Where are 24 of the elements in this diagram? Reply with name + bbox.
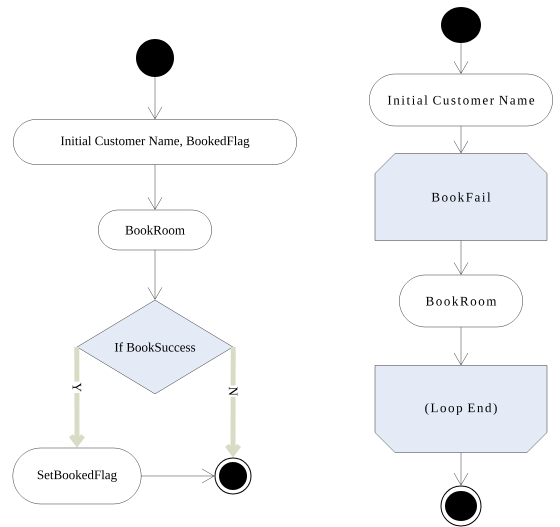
arrow bbox=[454, 452, 468, 486]
start-dot bbox=[136, 39, 174, 77]
start-dot bbox=[441, 7, 481, 43]
arrow bbox=[148, 77, 162, 120]
end-dot bbox=[214, 458, 252, 494]
action-box: SetBookedFlag bbox=[12, 448, 142, 504]
action-box: BookRoom bbox=[399, 274, 523, 328]
action-box: Initial Customer Name, BookedFlag bbox=[13, 119, 297, 165]
edge-label: Y bbox=[72, 382, 82, 393]
arrow bbox=[148, 250, 162, 300]
edge-label: N bbox=[228, 386, 238, 397]
action-box: Initial Customer Name bbox=[369, 74, 553, 126]
arrow bbox=[148, 164, 162, 210]
action-box: BookRoom bbox=[98, 210, 212, 250]
arrow bbox=[141, 468, 214, 484]
arrow bbox=[454, 327, 468, 366]
arrow bbox=[454, 240, 468, 275]
arrow bbox=[68, 346, 85, 448]
loop-box: BookFail bbox=[374, 153, 548, 241]
end-dot bbox=[440, 486, 482, 526]
arrow bbox=[225, 346, 242, 458]
loop-box: (Loop End) bbox=[374, 365, 548, 453]
arrow bbox=[454, 43, 468, 74]
arrow bbox=[454, 126, 468, 154]
